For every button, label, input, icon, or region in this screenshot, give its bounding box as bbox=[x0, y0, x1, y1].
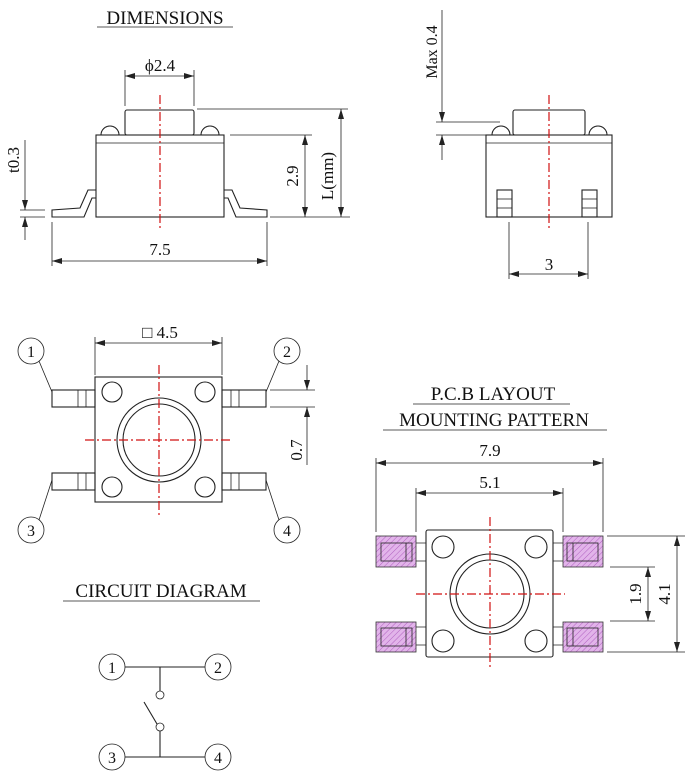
end-view bbox=[436, 10, 613, 279]
pin-1-label: 1 bbox=[27, 344, 35, 361]
body-size-label: □ 4.5 bbox=[142, 323, 178, 342]
pcb-inner-width-label: 5.1 bbox=[479, 473, 500, 492]
lead-spacing-label: 3 bbox=[545, 255, 554, 274]
solder-pad bbox=[562, 535, 604, 568]
circuit-pin-2: 2 bbox=[214, 660, 222, 677]
max-offset-label: Max 0.4 bbox=[424, 25, 441, 78]
lead-width-label: 0.7 bbox=[287, 439, 306, 461]
pcb-title-line2: MOUNTING PATTERN bbox=[399, 410, 589, 431]
lead-thickness-label: t0.3 bbox=[4, 147, 23, 173]
solder-pad bbox=[375, 535, 417, 568]
pin-2-label: 2 bbox=[283, 344, 291, 361]
pcb-outer-height-label: 4.1 bbox=[655, 583, 674, 604]
dimensions-title: DIMENSIONS bbox=[106, 8, 223, 29]
pcb-pad-gap-label: 1.9 bbox=[626, 583, 645, 604]
circuit-diagram bbox=[98, 653, 232, 771]
pcb-layout bbox=[375, 458, 685, 670]
pin-4-label: 4 bbox=[283, 523, 291, 540]
circuit-pin-1: 1 bbox=[108, 660, 116, 677]
circuit-pin-4: 4 bbox=[214, 750, 222, 767]
plunger-diameter-label: ϕ2.4 bbox=[145, 56, 176, 75]
overall-width-label: 7.5 bbox=[149, 240, 170, 259]
solder-pad bbox=[375, 621, 417, 653]
circuit-title: CIRCUIT DIAGRAM bbox=[75, 581, 246, 602]
pin-3-label: 3 bbox=[27, 523, 35, 540]
pcb-outer-width-label: 7.9 bbox=[479, 441, 500, 460]
pcb-title-line1: P.C.B LAYOUT bbox=[431, 384, 556, 405]
circuit-pin-3: 3 bbox=[108, 750, 116, 767]
body-height-label: 2.9 bbox=[283, 165, 302, 186]
total-height-label: L(mm) bbox=[318, 152, 337, 200]
solder-pad bbox=[562, 621, 604, 653]
side-view bbox=[20, 70, 350, 266]
top-view bbox=[17, 337, 315, 544]
